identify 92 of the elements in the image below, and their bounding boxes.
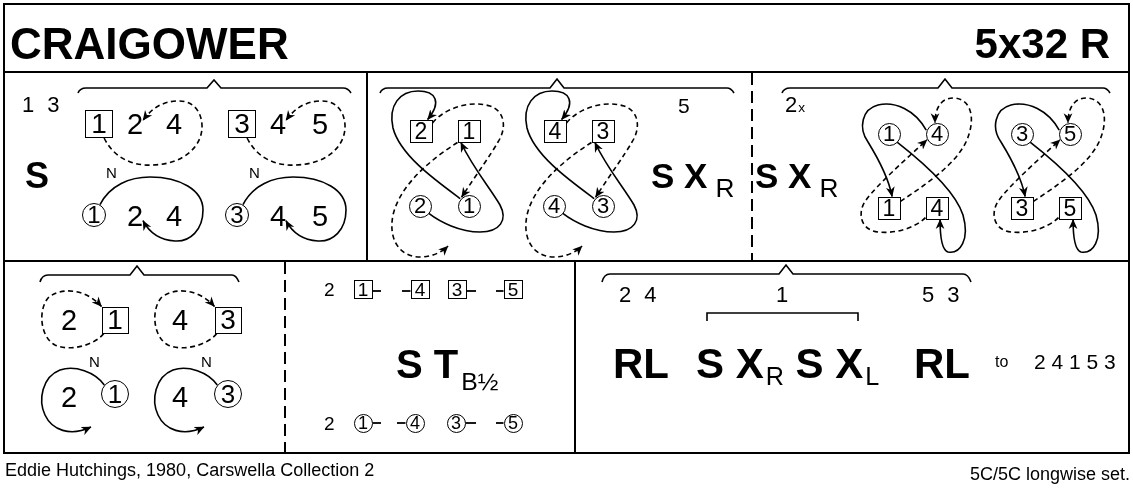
position-number: 4 (270, 112, 286, 136)
dancer-circle: 4 (925, 122, 949, 146)
track-arrow (861, 103, 927, 198)
dancer-circle: 1 (82, 203, 106, 227)
dancer-box: 4 (925, 196, 949, 220)
track-arrow (994, 103, 1060, 198)
track-arrow (525, 90, 595, 200)
dancer-box: 3 (447, 279, 467, 299)
dancer-circle: 1 (457, 194, 481, 218)
dancer-box: 4 (543, 119, 567, 143)
dancer-circle: 1 (877, 122, 901, 146)
dancer-circle: 1 (101, 380, 129, 408)
bar-numbers: 2 4 (619, 284, 657, 307)
dancer-box: 1 (457, 119, 481, 143)
track-arrow (993, 139, 1061, 234)
hand-letter: N (89, 353, 100, 369)
position-number: 5 (312, 202, 329, 232)
figure-symbol: S (25, 157, 49, 194)
track-arrow (428, 141, 504, 233)
note-text: to (995, 354, 1009, 371)
position-number: 4 (166, 202, 183, 232)
position-number: 2 (127, 112, 143, 136)
position-number: 4 (172, 306, 189, 336)
dancer-circle: 4 (405, 413, 425, 433)
track-arrow (391, 141, 459, 258)
final-order: 2 4 1 5 3 (1034, 350, 1116, 372)
dancer-box: 1 (877, 196, 901, 220)
track-arrow (391, 90, 461, 200)
bar-numbers: 5 3 (922, 284, 960, 307)
dancer-box: 1 (101, 306, 129, 334)
dancer-circle: 1 (353, 413, 373, 433)
track-arrow (896, 141, 967, 253)
figure-symbol: S T$_{B½}$ (396, 343, 499, 395)
dancer-box: 3 (591, 119, 615, 143)
dancer-circle: 4 (542, 194, 566, 218)
track-arrow (431, 103, 505, 198)
dancer-circle: 3 (591, 194, 615, 218)
track-arrow (525, 141, 593, 258)
hand-letter: N (106, 164, 117, 180)
title: CRAIGOWER (10, 22, 289, 66)
position-number: 2 (324, 279, 335, 299)
figure-symbol: S X$_{R}$ S X$_{L}$ (696, 342, 880, 390)
figure-symbol: S X$_{R}$ (651, 158, 735, 202)
track-arrow (562, 141, 638, 233)
track-arrow (565, 103, 639, 198)
dance-format: 5x32 R (974, 23, 1110, 65)
track-arrow (154, 367, 219, 435)
dancer-circle: 2 (408, 194, 432, 218)
position-number: 2 (61, 383, 78, 413)
hand-letter: N (201, 353, 212, 369)
dancer-circle: 5 (503, 413, 523, 433)
dancer-circle: 3 (446, 413, 466, 433)
dancer-box: 3 (214, 306, 242, 334)
dancer-box: 1 (85, 110, 113, 138)
bar-number: 1 (776, 284, 789, 307)
position-number: 5 (312, 110, 329, 140)
position-number: 4 (166, 110, 183, 140)
dancer-box: 5 (1058, 196, 1082, 220)
dancer-box: 5 (503, 279, 523, 299)
figure-symbol: S X$_{R}$ (755, 158, 839, 202)
dancer-box: 1 (353, 279, 373, 299)
track-arrow (246, 100, 346, 166)
track-arrow (1029, 141, 1100, 253)
hand-letter: N (249, 164, 260, 180)
position-number: 4 (172, 383, 189, 413)
dancer-circle: 5 (1058, 122, 1082, 146)
set-description: 5C/5C longwise set. (969, 465, 1130, 484)
track-arrow (99, 176, 204, 242)
track-arrow (103, 100, 203, 166)
track-arrow (860, 139, 928, 234)
figure-symbol: RL (914, 342, 970, 385)
figure-symbol: RL (613, 342, 669, 385)
dancer-circle: 3 (1010, 122, 1034, 146)
position-number: 4 (270, 204, 286, 228)
bar-numbers: 1 3 (22, 94, 60, 117)
track-arrow (41, 290, 105, 349)
track-arrow (899, 97, 973, 203)
dancer-box: 3 (228, 110, 256, 138)
track-arrow (1032, 97, 1106, 203)
dancer-box: 4 (410, 279, 430, 299)
track-arrow (154, 290, 218, 349)
dancer-box: 3 (1010, 196, 1034, 220)
dancer-circle: 3 (214, 380, 242, 408)
position-number: 2 (61, 306, 78, 336)
position-number: 2 (324, 413, 335, 433)
credit-text: Eddie Hutchings, 1980, Carswella Collection 2 (5, 461, 375, 480)
dancer-circle: 3 (225, 203, 249, 227)
position-number: 2 (127, 204, 143, 228)
track-arrow (41, 367, 106, 435)
bar-number: 5 (678, 94, 690, 116)
track-arrow (242, 176, 347, 242)
dancer-box: 2 (409, 119, 433, 143)
